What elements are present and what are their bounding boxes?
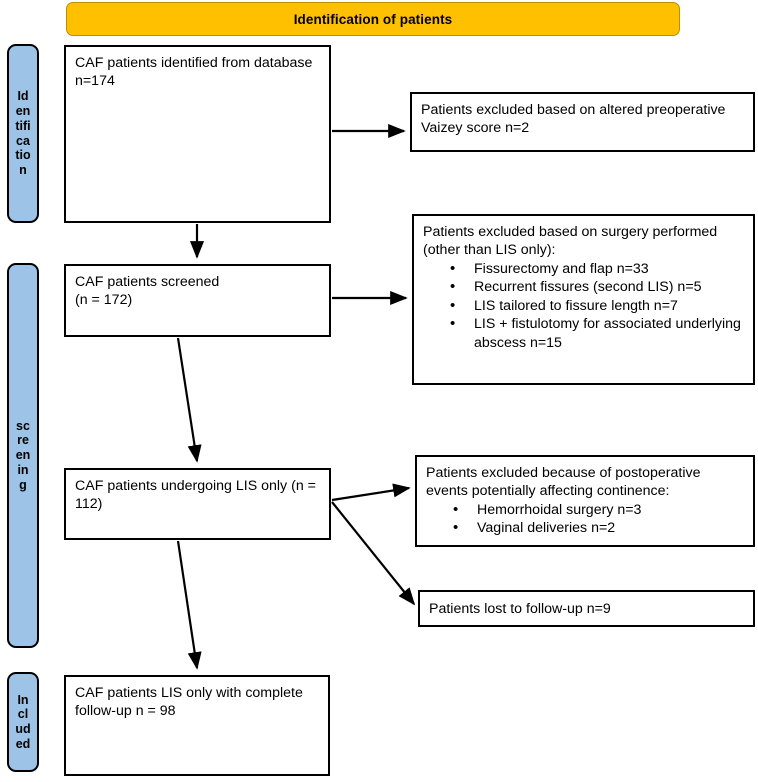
list-item: Fissurectomy and flap n=33 [450, 259, 747, 279]
node-excluded-surgery: Patients excluded based on surgery perfo… [412, 214, 755, 385]
edge-screened-to-lis-only [176, 337, 202, 463]
node-identified: CAF patients identified from database n=… [64, 45, 331, 223]
node-excluded-surgery-list: Fissurectomy and flap n=33 Recurrent fis… [414, 259, 753, 352]
node-lost-followup-text: Patients lost to follow-up n=9 [429, 601, 611, 617]
node-lis-only: CAF patients undergoing LIS only (n = 11… [64, 468, 331, 540]
stage-bar-screening: screening [7, 263, 39, 648]
node-excluded-surgery-text: Patients excluded based on surgery perfo… [423, 224, 718, 259]
node-excluded-vaizey: Patients excluded based on altered preop… [410, 92, 755, 152]
list-item: Recurrent fissures (second LIS) n=5 [450, 277, 747, 297]
node-included: CAF patients LIS only with complete foll… [64, 675, 330, 776]
header-banner: Identification of patients [66, 2, 680, 36]
node-excluded-postop: Patients excluded because of postoperati… [415, 455, 755, 547]
list-item: Hemorrhoidal surgery n=3 [453, 500, 747, 520]
node-lost-followup: Patients lost to follow-up n=9 [418, 590, 755, 627]
node-excluded-postop-text: Patients excluded because of postoperati… [426, 465, 701, 500]
stage-bar-included: Included [7, 672, 39, 772]
node-excluded-postop-list: Hemorrhoidal surgery n=3 Vaginal deliver… [417, 500, 753, 538]
node-excluded-vaizey-text: Patients excluded based on altered preop… [421, 102, 726, 137]
edge-lis-only-to-lost-followup [331, 501, 416, 606]
stage-bar-identification: Identification [7, 44, 39, 223]
edge-lis-only-to-excluded-postop [331, 483, 411, 502]
stage-label-identification: Identification [15, 89, 31, 177]
stage-label-screening: screening [15, 418, 31, 492]
node-screened: CAF patients screened (n = 172) [64, 264, 331, 337]
stage-label-included: Included [15, 692, 31, 751]
node-included-text: CAF patients LIS only with complete foll… [75, 685, 303, 720]
node-lis-only-text: CAF patients undergoing LIS only (n = 11… [75, 478, 316, 513]
header-title: Identification of patients [293, 11, 453, 27]
list-item: LIS + fistulotomy for associated underly… [450, 314, 747, 352]
node-identified-text: CAF patients identified from database n=… [75, 55, 313, 90]
list-item: Vaginal deliveries n=2 [453, 518, 747, 538]
list-item: LIS tailored to fissure length n=7 [450, 296, 747, 316]
node-screened-text: CAF patients screened (n = 172) [75, 274, 220, 309]
edge-lis-only-to-included [176, 540, 202, 670]
